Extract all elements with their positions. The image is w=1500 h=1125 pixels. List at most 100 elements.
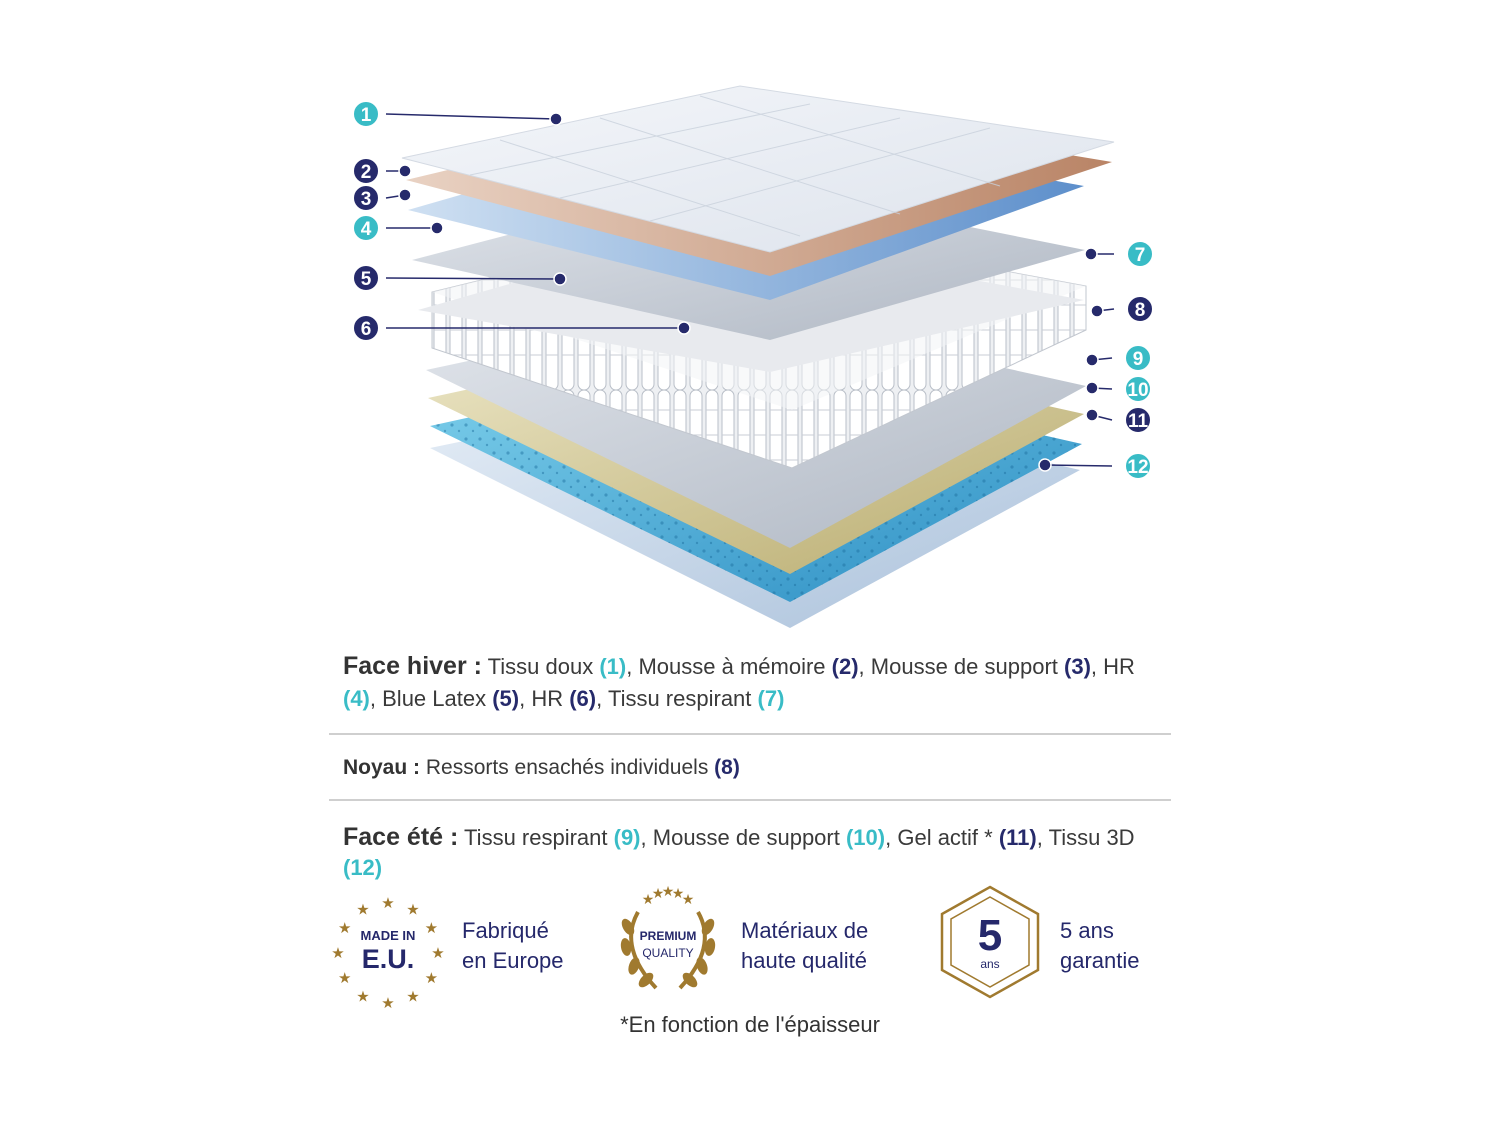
divider xyxy=(329,799,1171,801)
component-name: Mousse à mémoire xyxy=(632,654,832,679)
component-name: Tissu 3D xyxy=(1042,825,1135,850)
made-in-eu-badge: ★★★★★★★★★★★★ MADE IN E.U. xyxy=(331,894,444,1012)
premium-label: Matériaux de haute qualité xyxy=(741,916,868,976)
winter-face-section: Face hiver : Tissu doux (1), Mousse à mé… xyxy=(343,650,1163,715)
layer-reference: (1) xyxy=(599,654,627,679)
component-name: Tissu respirant xyxy=(458,825,614,850)
component-name: Gel actif * xyxy=(891,825,999,850)
callout-dot xyxy=(1085,381,1099,395)
separator: , xyxy=(1090,654,1098,679)
separator: , xyxy=(596,686,603,711)
layer-reference: (11) xyxy=(998,825,1037,850)
eu-label-line1: Fabriqué xyxy=(462,918,549,943)
callout-dot xyxy=(1090,304,1104,318)
eu-stars-ring: ★★★★★★★★★★★★ xyxy=(331,894,444,1012)
layer-number: 8 xyxy=(1135,300,1146,321)
layer-reference: (8) xyxy=(714,756,740,779)
premium-label-line2: haute qualité xyxy=(741,948,867,973)
layer-reference: (3) xyxy=(1064,654,1091,679)
eu-label-line2: en Europe xyxy=(462,948,564,973)
layer-number: 3 xyxy=(361,189,372,210)
hexagon-outer-icon xyxy=(940,885,1040,999)
svg-text:★: ★ xyxy=(682,892,695,908)
eu-label: Fabriqué en Europe xyxy=(462,916,564,976)
layer-number: 2 xyxy=(361,162,372,183)
callout-dot xyxy=(398,164,412,178)
footnote: *En fonction de l'épaisseur xyxy=(620,1012,880,1037)
layer-number-badge xyxy=(1126,240,1154,268)
component-name: Blue Latex xyxy=(376,686,493,711)
star-icon: ★ xyxy=(406,987,419,1005)
core-items: Ressorts ensachés individuels (8) xyxy=(420,756,740,779)
star-icon: ★ xyxy=(356,901,369,919)
layer-number: 1 xyxy=(361,105,372,126)
layer-reference: (6) xyxy=(569,686,597,711)
layer-number: 9 xyxy=(1133,349,1144,370)
layer-number-badge xyxy=(1124,406,1152,434)
quality-text: QUALITY xyxy=(642,946,693,960)
premium-stars: ★★★★★ xyxy=(642,884,695,908)
warranty-number: 5 xyxy=(978,911,1002,960)
layer-number: 6 xyxy=(361,319,372,340)
star-icon: ★ xyxy=(406,901,419,919)
premium-quality-badge: ★★★★★ PREMIUM QUALITY xyxy=(620,884,716,990)
component-name: HR xyxy=(525,686,570,711)
warranty-badge: 5 ans xyxy=(940,885,1040,999)
layer-reference: (10) xyxy=(845,825,886,850)
layer-number-badge xyxy=(352,214,380,242)
callout-line xyxy=(385,277,561,280)
warranty-label: 5 ans garantie xyxy=(1060,916,1140,976)
layer-number-badge xyxy=(352,314,380,342)
component-name: Tissu doux xyxy=(481,654,600,679)
layer-reference: (4) xyxy=(343,686,370,711)
star-icon: ★ xyxy=(356,987,369,1005)
component-name: Mousse de support xyxy=(864,654,1065,679)
callout-line xyxy=(1044,464,1113,467)
layer-number-badge xyxy=(352,100,380,128)
layer-number-badge xyxy=(1124,452,1152,480)
warranty-unit: ans xyxy=(980,957,999,971)
layer-number-badge xyxy=(1126,295,1154,323)
made-in-text: MADE IN xyxy=(361,928,416,943)
star-icon: ★ xyxy=(381,894,394,912)
star-icon: ★ xyxy=(425,969,438,987)
layer-reference: (12) xyxy=(343,855,383,880)
layer-number: 4 xyxy=(361,219,372,240)
svg-text:★: ★ xyxy=(642,892,655,908)
callout-dot xyxy=(1085,408,1099,422)
separator: , xyxy=(519,686,526,711)
star-icon: ★ xyxy=(431,944,444,962)
callout-dot xyxy=(1085,353,1099,367)
layer-number-badge xyxy=(352,184,380,212)
hexagon-inner-icon xyxy=(950,896,1030,988)
eu-text: E.U. xyxy=(362,944,415,974)
callout-dot xyxy=(1038,458,1052,472)
winter-face-items: Tissu doux (1), Mousse à mémoire (2), Mo… xyxy=(343,654,1135,711)
layer-number-badge xyxy=(352,264,380,292)
divider xyxy=(329,733,1171,735)
star-icon: ★ xyxy=(338,919,351,937)
star-icon: ★ xyxy=(425,919,438,937)
component-name: HR xyxy=(1097,654,1135,679)
callout-dot xyxy=(677,321,691,335)
layer-number: 5 xyxy=(361,269,372,290)
separator: , xyxy=(885,825,892,850)
component-name: Ressorts ensachés individuels xyxy=(420,756,715,779)
layer-reference: (7) xyxy=(757,686,785,711)
layer-reference: (9) xyxy=(613,825,641,850)
quilting-pattern xyxy=(469,95,1001,237)
callout-dot xyxy=(398,188,412,202)
separator: , xyxy=(640,825,647,850)
premium-label-line1: Matériaux de xyxy=(741,918,869,943)
layer-number: 10 xyxy=(1127,380,1148,401)
layer-number-badge xyxy=(1124,375,1152,403)
layer-number: 7 xyxy=(1135,245,1146,266)
core-heading: Noyau : xyxy=(343,756,421,779)
layer-reference: (5) xyxy=(492,686,520,711)
star-icon: ★ xyxy=(331,944,344,962)
separator: , xyxy=(858,654,865,679)
laurel-leaves xyxy=(620,918,716,988)
warranty-label-line1: 5 ans xyxy=(1060,918,1114,943)
